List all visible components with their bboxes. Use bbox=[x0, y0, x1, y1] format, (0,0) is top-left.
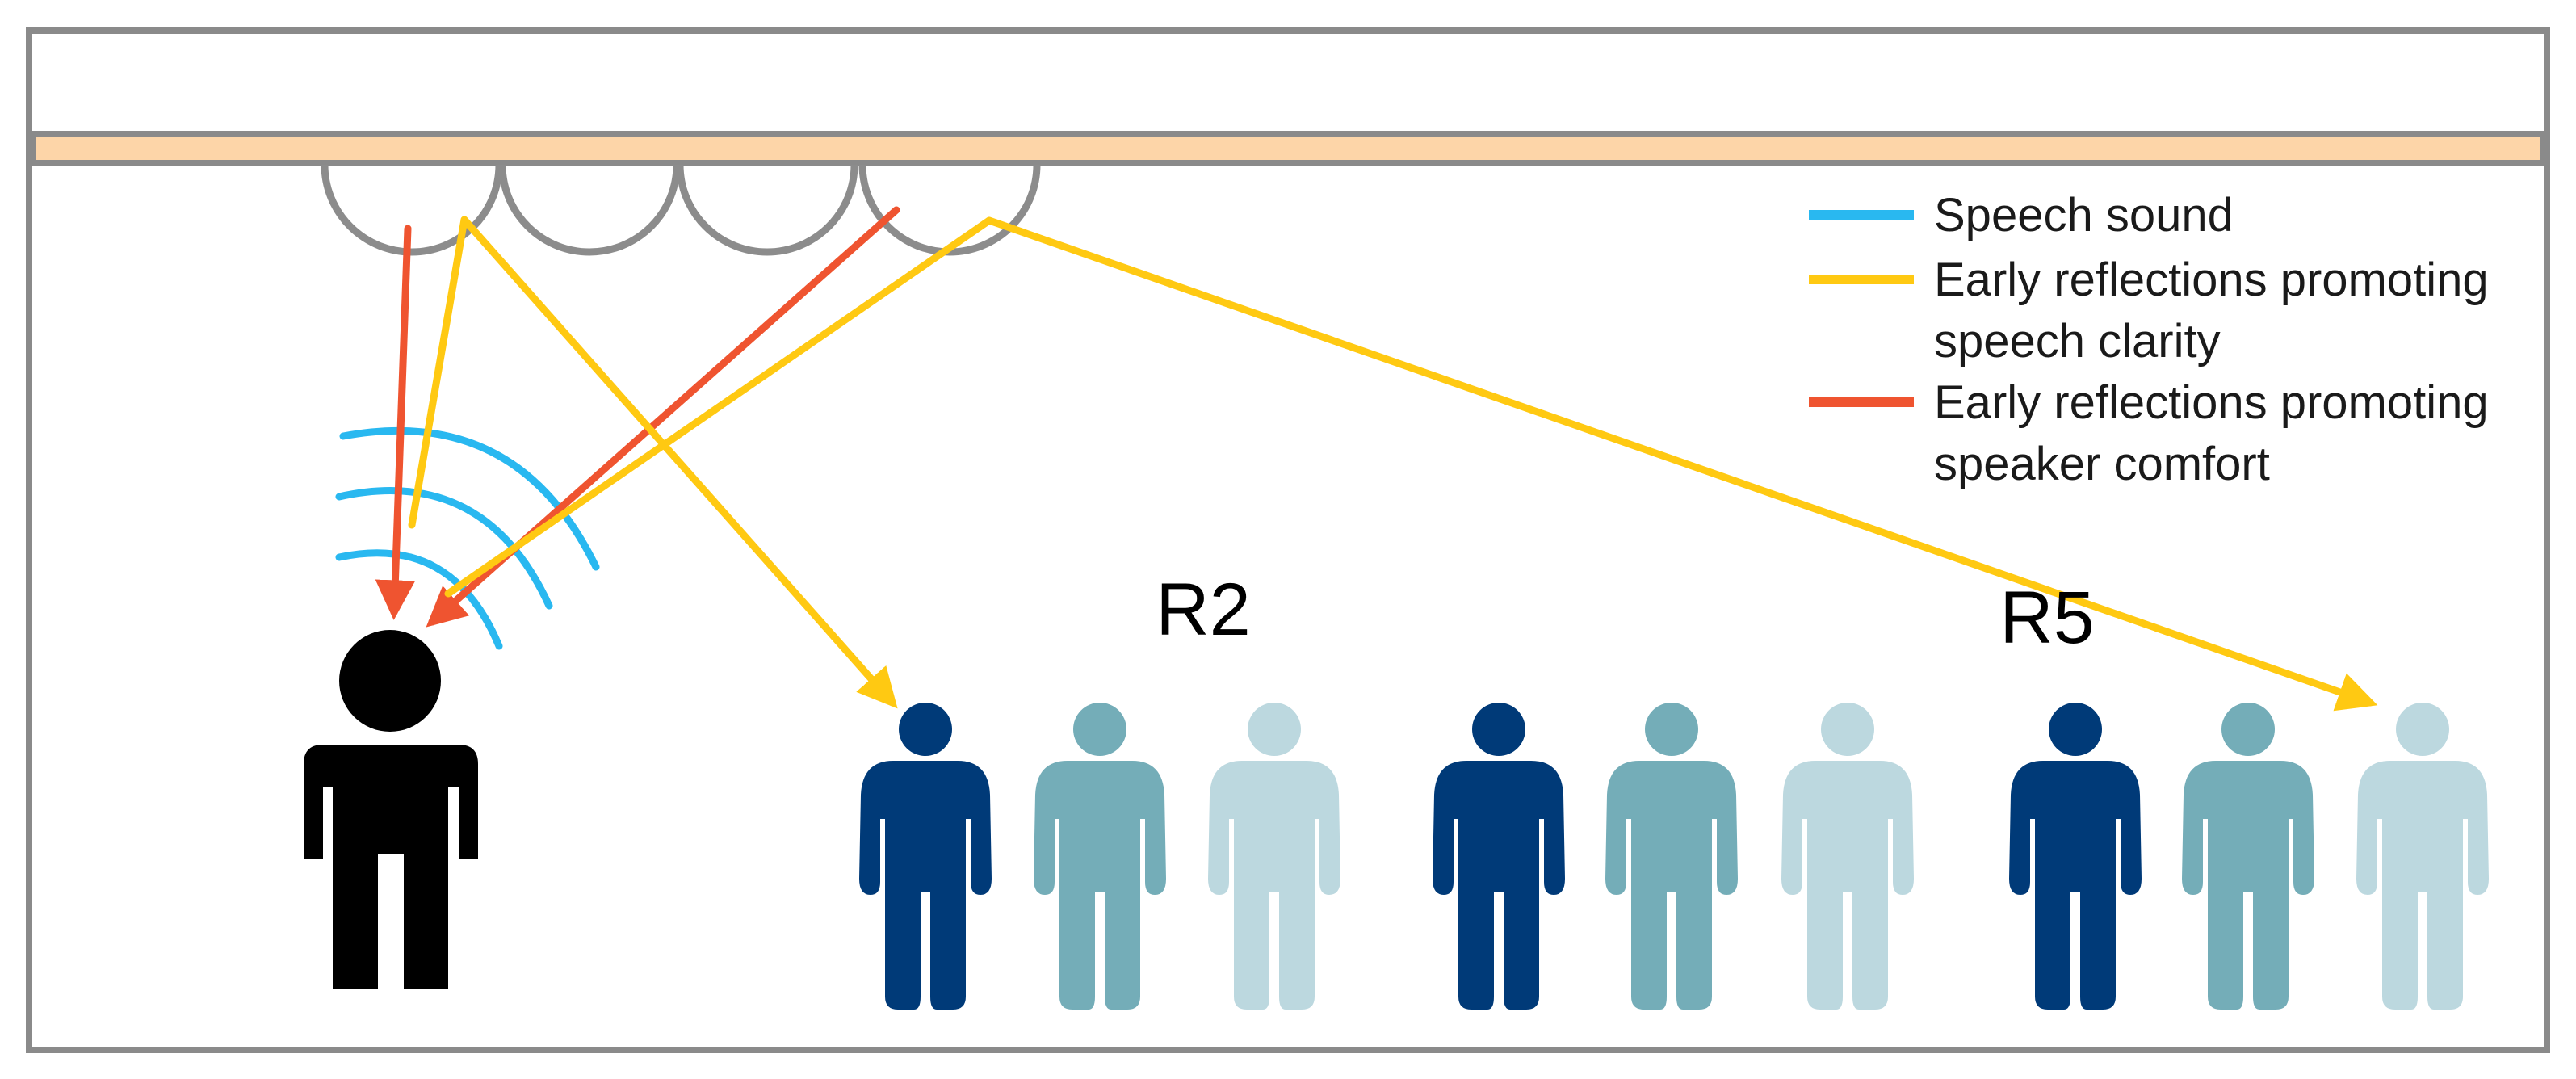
listener-person-icon bbox=[2182, 703, 2314, 1010]
listener-person-icon bbox=[1605, 703, 1738, 1010]
legend-label-speech: Speech sound bbox=[1934, 189, 2234, 241]
listener-person-icon bbox=[1208, 703, 1340, 1010]
listener-person-icon bbox=[2009, 703, 2142, 1010]
legend-label-clarity-line1: Early reflections promoting bbox=[1934, 254, 2489, 306]
legend-label-comfort-line1: Early reflections promoting bbox=[1934, 376, 2489, 429]
speaker-person-icon bbox=[304, 630, 478, 989]
row-label-r2: R2 bbox=[1156, 569, 1251, 651]
legend-label-comfort-line2: speaker comfort bbox=[1934, 438, 2270, 490]
room-frame bbox=[26, 27, 2550, 1053]
clarity-reflection-ray bbox=[444, 216, 993, 598]
listener-person-icon bbox=[1034, 703, 1166, 1010]
listener-person-icon bbox=[1433, 703, 1565, 1010]
legend: Speech sound Early reflections promoting… bbox=[1809, 189, 2489, 490]
clarity-reflection-ray bbox=[460, 216, 898, 709]
comfort-reflection-ray bbox=[375, 225, 416, 620]
clarity-reflection-ray bbox=[985, 216, 2378, 712]
listener-person-icon bbox=[2356, 703, 2489, 1010]
ceiling-diffuser-icon bbox=[321, 164, 1041, 256]
ceiling-panel bbox=[29, 131, 2547, 166]
row-label-r5: R5 bbox=[1999, 577, 2095, 659]
legend-label-clarity-line2: speech clarity bbox=[1934, 315, 2221, 367]
sound-wave-icon bbox=[335, 427, 600, 650]
listener-person-icon bbox=[859, 703, 992, 1010]
clarity-reflection-ray bbox=[408, 216, 468, 529]
listener-person-icon bbox=[1781, 703, 1914, 1010]
